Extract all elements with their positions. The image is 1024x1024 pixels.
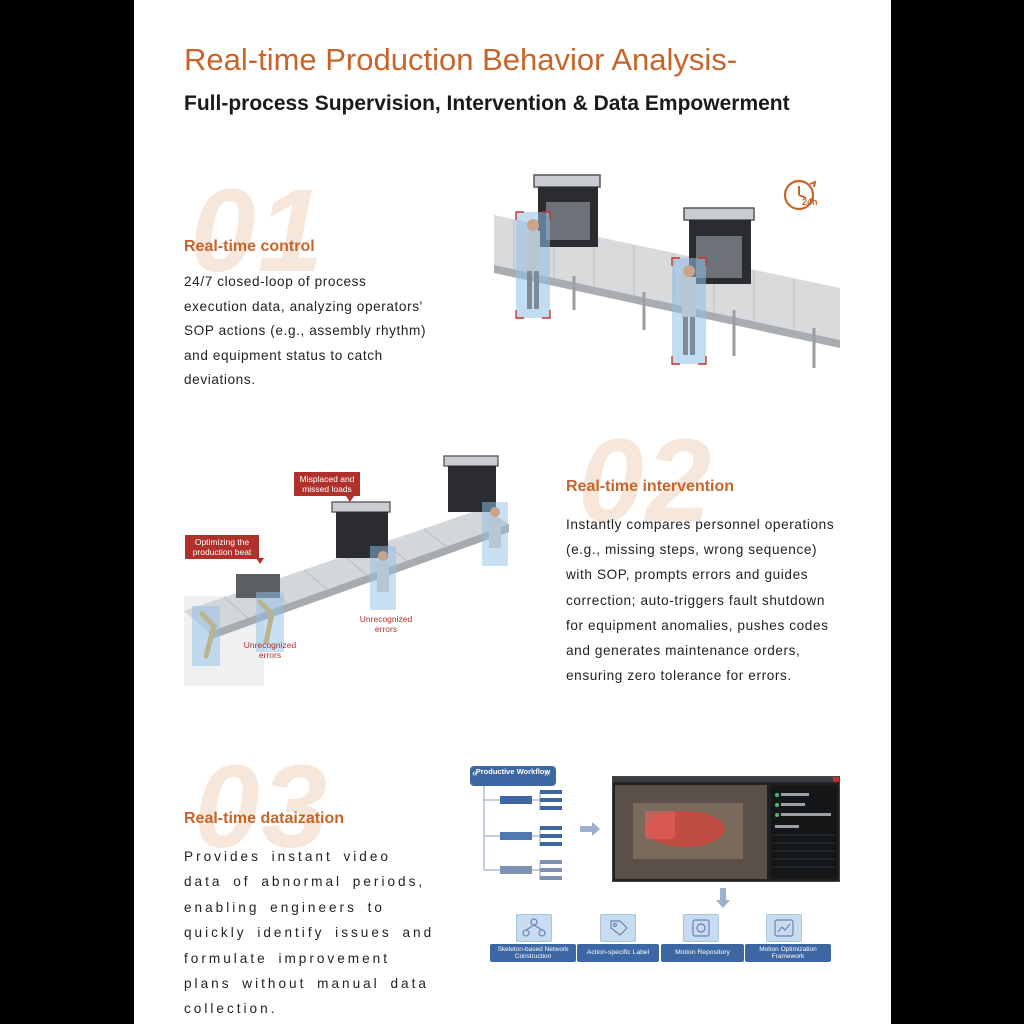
network-icon xyxy=(516,914,552,942)
callout-unrecognized-errors-2: Unrecognized errors xyxy=(243,640,297,660)
section-2-text: Instantly compares personnel operations … xyxy=(566,517,835,684)
tag-icon xyxy=(600,914,636,942)
clock-24h-icon xyxy=(782,176,822,214)
assembly-line-image-1 xyxy=(494,170,840,370)
repository-icon xyxy=(683,914,719,942)
optimization-icon xyxy=(766,914,802,942)
page-title: Real-time Production Behavior Analysis- xyxy=(184,42,738,77)
section-2-title: Real-time intervention xyxy=(566,478,735,495)
arrow-right-icon xyxy=(580,822,600,836)
section-2-number: 02 xyxy=(578,415,714,547)
chevron-left-icon: « xyxy=(472,768,478,779)
workflow-tree xyxy=(476,786,566,886)
clock-24h-label: 24h xyxy=(802,197,818,207)
section-3-number: 03 xyxy=(194,741,330,873)
module-motion-optimization: Motion Optimization Framework xyxy=(745,944,831,962)
page: Real-time Production Behavior Analysis- … xyxy=(134,0,891,1024)
section-1-text: 24/7 closed-loop of process execution da… xyxy=(184,274,427,388)
module-action-label: Action-specific Label xyxy=(577,944,659,962)
arrow-down-icon xyxy=(716,888,730,908)
section-1-number: 01 xyxy=(190,165,326,297)
page-subtitle: Full-process Supervision, Intervention &… xyxy=(184,92,790,115)
callout-misplaced-loads: Misplaced and missed loads xyxy=(294,472,360,496)
section-3-title: Real-time dataization xyxy=(184,810,345,827)
productive-workflow-header: Productive Workflow xyxy=(470,766,556,786)
assembly-line-image-2 xyxy=(184,446,524,686)
module-skeleton-network: Skeleton-based Network Construction xyxy=(490,944,576,962)
video-monitor-screen xyxy=(612,776,840,882)
callout-production-beat: Optimizing the production beat xyxy=(185,535,259,559)
module-motion-repository: Motion Repository xyxy=(661,944,744,962)
callout-unrecognized-errors-1: Unrecognized errors xyxy=(359,614,413,634)
section-3-text: Provides instant video data of abnormal … xyxy=(184,849,435,1017)
section-1-title: Real-time control xyxy=(184,238,315,255)
chevron-right-icon: » xyxy=(544,768,550,779)
